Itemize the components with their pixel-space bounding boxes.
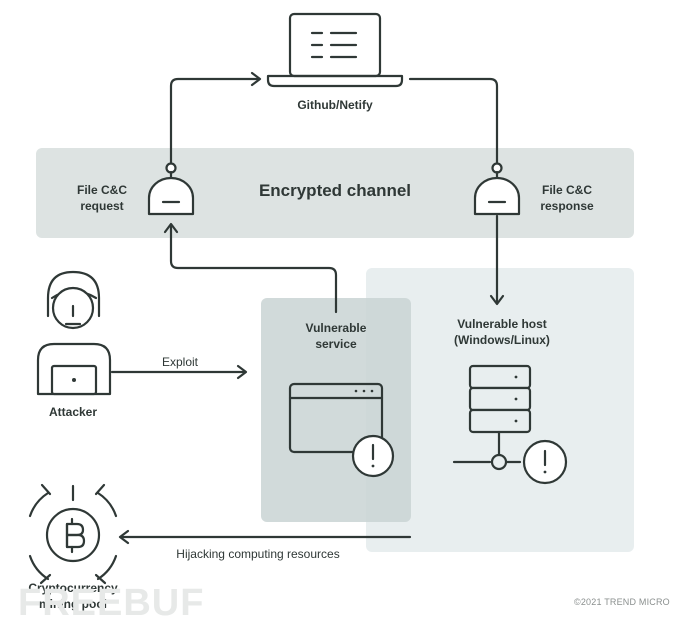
exploit-label: Exploit	[161, 355, 199, 369]
bitcoin-icon	[65, 517, 86, 554]
pool-label: Cryptocurrency mining pool	[28, 581, 118, 611]
warning-service-icon	[351, 434, 395, 478]
server-stack-icon	[452, 364, 532, 471]
attacker-icon	[36, 270, 112, 396]
request-label: File C&C request	[76, 183, 127, 213]
arrowhead-hijack	[118, 529, 130, 545]
server-label: Github/Netify	[297, 98, 373, 112]
service-label: Vulnerable service	[305, 321, 367, 351]
robot-response-icon	[473, 162, 521, 216]
arrowhead-host	[489, 294, 505, 306]
line-server-to-response	[408, 77, 499, 164]
arrow-service-to-request	[169, 224, 338, 314]
attacker-label: Attacker	[48, 405, 98, 419]
hijack-label: Hijacking computing resources	[176, 547, 340, 561]
robot-request-icon	[147, 162, 195, 216]
host-label: Vulnerable host (Windows/Linux)	[454, 317, 550, 347]
warning-host-icon	[522, 439, 568, 485]
browser-window-icon	[288, 382, 384, 454]
response-label: File C&C response	[540, 183, 594, 213]
arrowhead-exploit	[236, 364, 248, 380]
arrowhead-request	[163, 222, 179, 234]
arrow-request-to-server	[169, 77, 260, 164]
laptop-icon	[266, 12, 404, 88]
arrowhead-server	[250, 71, 262, 87]
channel-label: Encrypted channel	[258, 181, 412, 200]
copyright-text: ©2021 TREND MICRO	[574, 597, 670, 607]
watermark-logo: FREEBUF	[18, 582, 205, 624]
channel-band	[36, 148, 634, 238]
